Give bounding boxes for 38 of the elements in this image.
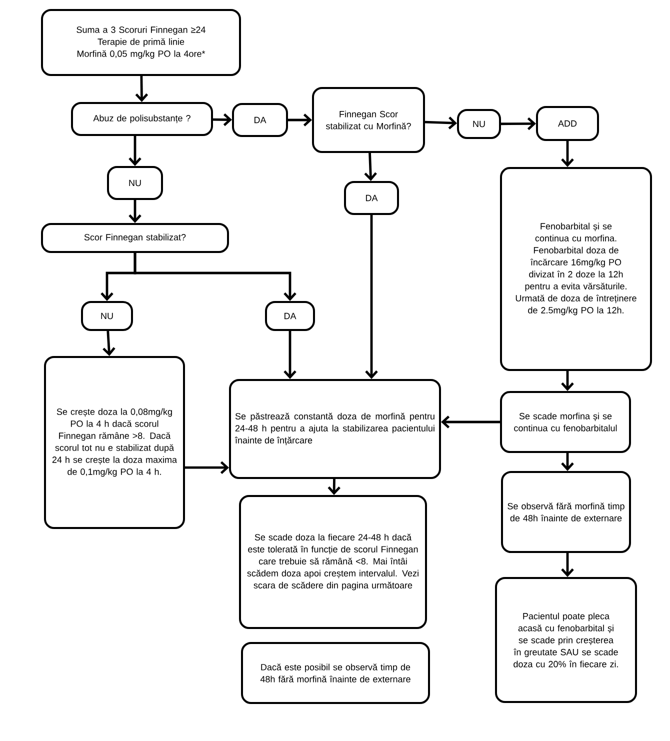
arrow — [328, 478, 340, 495]
arrow — [128, 200, 142, 223]
arrow — [561, 453, 574, 471]
arrow — [128, 136, 142, 166]
arrow — [365, 215, 378, 379]
arrow — [424, 116, 457, 130]
process-box: NU — [81, 301, 133, 331]
process-box: ADD — [536, 106, 599, 141]
arrow — [135, 76, 148, 102]
arrow — [212, 113, 232, 126]
process-box: Se observă fără morfină timp de 48h înainte de externare — [501, 471, 631, 553]
process-box: Se crește doza la 0,08mg/kg PO la 4 h dacă scorul Finnegan rămâne >8. Dacă scorul tot nu e stabilizat după 24 h se crește la doza maxima de 0,1mg/kg PO la 4 h. — [44, 356, 185, 529]
process-box: NU — [457, 109, 501, 139]
arrow — [561, 371, 574, 391]
process-box: Pacientul poate pleca acasă cu fenobarbital și se scade prin creșterea în greutate SAU se scade doza cu 20% în fiecare zi. — [495, 577, 637, 703]
arrow — [284, 331, 296, 379]
arrow — [561, 141, 574, 167]
process-box: Se păstrează constantă doza de morfină pentru 24-48 h pentru a ajuta la stabilizarea pacientului înainte de înțărcare — [229, 379, 441, 479]
process-box: Fenobarbital și se continua cu morfina. Fenobarbital doza de încărcare 16mg/kg PO divizat în 2 doze la 12h pentru a evita vărsăturile. Urmată de doza de întreținere de 2.5mg/kg PO la 12h. — [500, 167, 652, 371]
process-box: NU — [107, 166, 163, 200]
arrow — [288, 114, 312, 126]
arrow — [134, 253, 296, 301]
process-box: Dacă este posibil se observă timp de 48h fără morfină înainte de externare — [241, 642, 430, 704]
process-box: Suma a 3 Scoruri Finnegan ≥24 Terapie de primă linie Morfină 0,05 mg/kg PO la 4ore* — [41, 9, 241, 76]
process-box: DA — [344, 181, 399, 215]
arrow — [364, 152, 377, 181]
arrow — [185, 461, 229, 474]
process-box: Se scade doza la fiecare 24-48 h dacă este tolerată în funcție de scorul Finnegan care trebuie să rămână <8. Mai întâi scădem doza apoi creștem intervalul. Vezi scara de scădere din pagina următoare — [239, 495, 427, 629]
process-box: Scor Finnegan stabilizat? — [41, 223, 229, 253]
arrow — [501, 117, 536, 130]
process-box: Abuz de polisubstanțe ? — [71, 102, 213, 136]
process-box: Se scade morfina și se continua cu fenobarbitalul — [500, 391, 631, 453]
process-box: DA — [232, 103, 288, 137]
process-box: Finnegan Scor stabilizat cu Morfină? — [312, 87, 425, 153]
arrow — [102, 330, 116, 356]
arrow — [561, 553, 574, 577]
arrow — [441, 416, 500, 428]
process-box: DA — [265, 301, 315, 331]
